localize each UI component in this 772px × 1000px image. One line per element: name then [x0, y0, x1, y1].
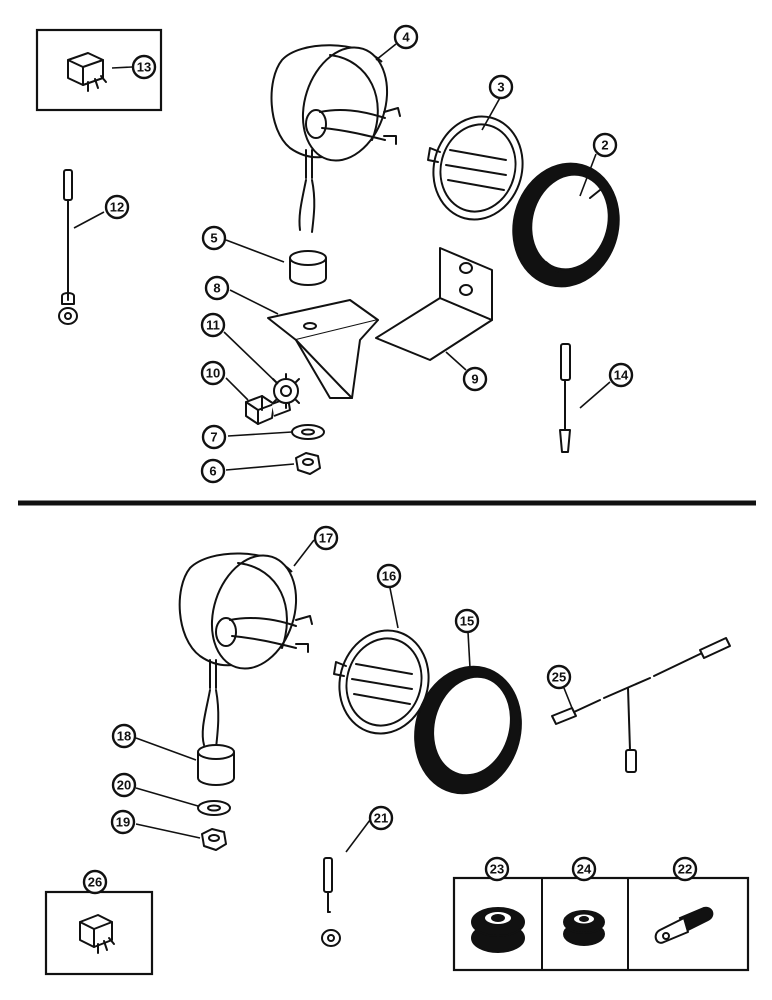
callout-7: 7 — [201, 424, 227, 450]
svg-text:16: 16 — [382, 569, 396, 584]
callout-8: 8 — [204, 275, 230, 301]
callout-25: 25 — [546, 664, 572, 690]
flat-washer-top — [291, 424, 325, 440]
flat-washer-bottom — [197, 800, 231, 816]
sealed-beam-lamp-top — [427, 115, 524, 221]
svg-text:14: 14 — [614, 368, 629, 383]
leader-lines — [73, 43, 611, 853]
trim-ring-top — [512, 162, 620, 288]
callout-11: 11 — [200, 312, 226, 338]
callout-4: 4 — [393, 24, 419, 50]
svg-text:21: 21 — [374, 811, 388, 826]
svg-text:23: 23 — [490, 862, 504, 877]
callout-21: 21 — [368, 805, 394, 831]
headlamp-housing-top — [270, 44, 401, 233]
callout-24: 24 — [571, 856, 597, 882]
grommet-small — [563, 910, 605, 946]
relay-icon — [67, 52, 107, 92]
callout-12: 12 — [104, 194, 130, 220]
callout-18: 18 — [111, 723, 137, 749]
ground-wire-bottom — [321, 857, 341, 947]
callout-2: 2 — [592, 132, 618, 158]
callout-14: 14 — [608, 362, 634, 388]
callout-20: 20 — [111, 772, 137, 798]
hex-nut-bottom — [201, 828, 227, 851]
svg-text:12: 12 — [110, 200, 124, 215]
cable-clip — [654, 906, 714, 944]
callout-10: 10 — [200, 360, 226, 386]
spacer-top — [289, 250, 327, 286]
svg-text:18: 18 — [117, 729, 131, 744]
wiring-harness — [551, 637, 731, 773]
svg-text:3: 3 — [497, 80, 504, 95]
grommet-large — [471, 907, 525, 953]
sealed-beam-lamp-bottom — [333, 629, 430, 735]
callout-9: 9 — [462, 366, 488, 392]
svg-text:11: 11 — [206, 318, 220, 333]
svg-text:20: 20 — [117, 778, 131, 793]
callout-3: 3 — [488, 74, 514, 100]
ground-wire-top — [58, 169, 78, 325]
svg-text:24: 24 — [577, 862, 592, 877]
callout-5: 5 — [201, 225, 227, 251]
callout-22: 22 — [672, 856, 698, 882]
svg-text:13: 13 — [137, 60, 151, 75]
svg-text:4: 4 — [402, 30, 410, 45]
svg-text:15: 15 — [460, 614, 474, 629]
relay-box-bottom — [44, 890, 154, 976]
connector-wire-top — [559, 343, 571, 453]
trim-ring-bottom — [414, 665, 522, 795]
callout-23: 23 — [484, 856, 510, 882]
headlamp-housing-bottom — [178, 552, 313, 749]
svg-text:10: 10 — [206, 366, 220, 381]
callout-16: 16 — [376, 563, 402, 589]
mounting-bracket — [267, 299, 379, 399]
callout-19: 19 — [110, 809, 136, 835]
svg-text:17: 17 — [319, 531, 333, 546]
callout-26: 26 — [82, 869, 108, 895]
callout-6: 6 — [200, 458, 226, 484]
l-bracket — [375, 247, 493, 361]
callout-17: 17 — [313, 525, 339, 551]
lock-washer — [272, 373, 300, 409]
svg-text:2: 2 — [601, 138, 608, 153]
svg-text:6: 6 — [209, 464, 216, 479]
hex-nut-top — [295, 452, 321, 475]
svg-text:25: 25 — [552, 670, 566, 685]
callout-13: 13 — [131, 54, 157, 80]
svg-text:22: 22 — [678, 862, 692, 877]
svg-text:5: 5 — [210, 231, 217, 246]
svg-text:7: 7 — [210, 430, 217, 445]
spacer-bottom — [197, 744, 235, 786]
svg-text:26: 26 — [88, 875, 102, 890]
callout-15: 15 — [454, 608, 480, 634]
svg-text:9: 9 — [471, 372, 478, 387]
relay-icon — [79, 914, 115, 954]
svg-text:8: 8 — [213, 281, 220, 296]
svg-text:19: 19 — [116, 815, 130, 830]
